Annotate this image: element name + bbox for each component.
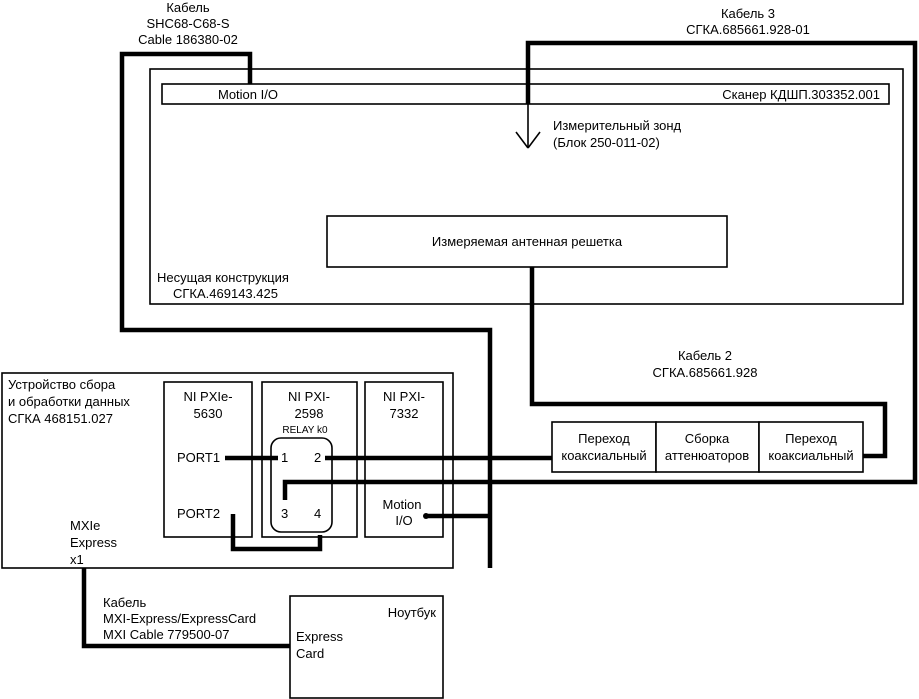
cable-2-label-1: Кабель 2 [678,348,732,363]
attenuator-assembly-box [655,421,760,473]
antenna-array-label: Измеряемая антенная решетка [432,234,623,249]
antenna-array-box [326,215,728,268]
coax-left-label-1: Переход [578,431,630,446]
scanner-name-label: Сканер КДШП.303352.001 [722,87,880,102]
cable-shc68-label-1: Кабель [166,0,209,15]
cable-3-line [282,40,918,500]
cable-mxi-label-1: Кабель [103,595,146,610]
coax-left-label-2: коаксиальный [561,448,646,463]
cable-mxi-line [81,568,290,649]
laptop-expresscard-label-2: Card [296,646,324,661]
port2-relay-line [230,514,323,552]
cable-shc68-label-2: SHC68-C68-S [146,16,229,31]
probe-label-2: (Блок 250-011-02) [553,135,660,150]
module-2598-label-1: NI PXI- [288,389,330,404]
scanner-box [161,83,890,105]
module-5630-label-1: NI PXIe- [183,389,232,404]
coax-adapter-left-box [551,421,657,473]
probe-label-1: Измерительный зонд [553,118,682,133]
mxie-label-3: x1 [70,552,84,567]
relay-pin-4-label: 4 [314,506,321,521]
motion-io-connector-dot [423,513,429,519]
relay-pin-3-label: 3 [281,506,288,521]
probe-antenna-icon [515,104,541,149]
mxie-label-2: Express [70,535,117,550]
daq-label-1: Устройство сбора [8,377,116,392]
module-7332-label-2: 7332 [390,406,419,421]
daq-label-3: СГКА 468151.027 [8,411,113,426]
coax-adapter-right-box [758,421,864,473]
relay-pin-1-label: 1 [281,450,288,465]
support-structure-label-1: Несущая конструкция [157,270,289,285]
mxie-label-1: MXIe [70,518,100,533]
relay-pin-2-label: 2 [314,450,321,465]
module-7332-motion-label-2: I/O [395,513,412,528]
attenuator-label-2: аттенюаторов [665,448,749,463]
cable-mxi-label-2: MXI-Express/ExpressCard [103,611,256,626]
cable-3-label-1: Кабель 3 [721,6,775,21]
attenuator-label-1: Сборка [685,431,730,446]
cable-mxi-label-3: MXI Cable 779500-07 [103,627,229,642]
coax-right-label-1: Переход [785,431,837,446]
port2-label: PORT2 [177,506,220,521]
coax-right-label-2: коаксиальный [768,448,853,463]
port1-label: PORT1 [177,450,220,465]
support-structure-label-2: СГКА.469143.425 [173,286,278,301]
module-7332-label-1: NI PXI- [383,389,425,404]
cable-3-label-2: СГКА.685661.928-01 [686,22,810,37]
scanner-motion-io-label: Motion I/O [218,87,278,102]
relay-k0-box [270,437,333,533]
cable-shc68-label-3: Cable 186380-02 [138,32,238,47]
cable-2-label-2: СГКА.685661.928 [653,365,758,380]
daq-label-2: и обработки данных [8,394,130,409]
laptop-expresscard-label-1: Express [296,629,343,644]
module-5630-label-2: 5630 [194,406,223,421]
module-7332-motion-label-1: Motion [382,497,421,512]
cable-shc68-line [119,51,493,568]
cable-2-line [529,267,888,459]
relay-k0-label: RELAY k0 [282,425,328,436]
laptop-title: Ноутбук [388,605,437,620]
module-2598-label-2: 2598 [295,406,324,421]
